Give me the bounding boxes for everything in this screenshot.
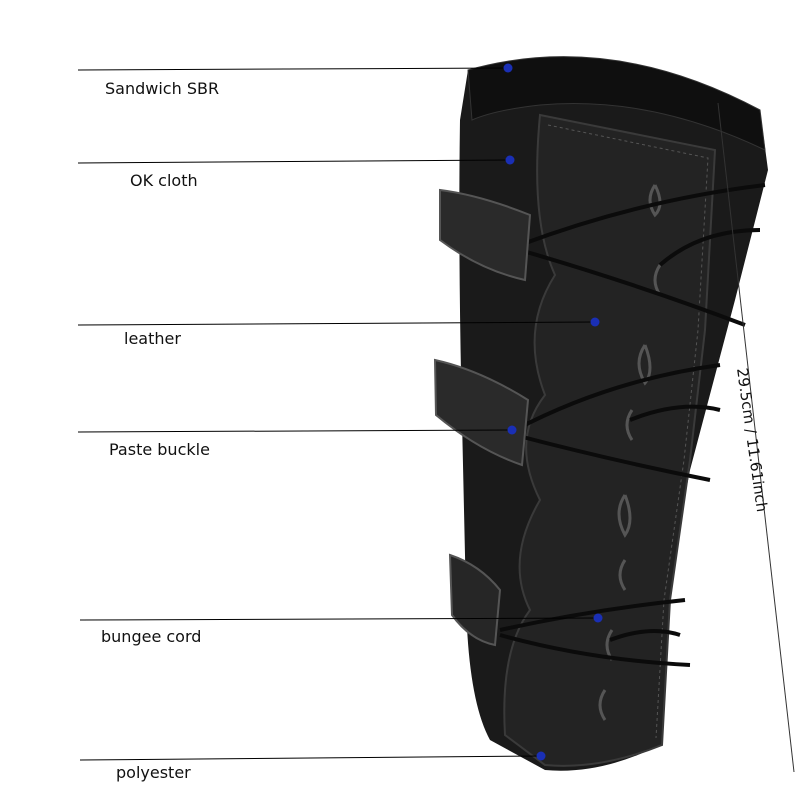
label-polyester: polyester: [116, 763, 191, 782]
bungee-cords: [499, 183, 766, 667]
marker-ok-cloth: [505, 155, 515, 165]
label-ok-cloth: OK cloth: [130, 171, 198, 190]
marker-polyester: [536, 751, 546, 761]
top-rim: [467, 56, 766, 151]
label-paste-buckle: Paste buckle: [109, 440, 210, 459]
label-sandwich-sbr: Sandwich SBR: [105, 79, 220, 98]
marker-bungee-cord: [593, 613, 603, 623]
marker-paste-buckle: [507, 425, 517, 435]
strap-bottom: [448, 553, 502, 647]
shin-guard: [433, 56, 768, 771]
callout-markers: [503, 63, 603, 761]
marker-leather: [590, 317, 600, 327]
callout-lines: [77, 67, 599, 761]
strap-tabs: [433, 188, 532, 647]
strap-middle: [433, 358, 530, 467]
marker-sandwich-sbr: [503, 63, 513, 73]
strap-top: [439, 188, 532, 282]
label-leather: leather: [124, 329, 181, 348]
leather-stitching: [547, 124, 709, 739]
dimension-line: [717, 102, 795, 773]
label-bungee-cord: bungee cord: [101, 627, 202, 646]
